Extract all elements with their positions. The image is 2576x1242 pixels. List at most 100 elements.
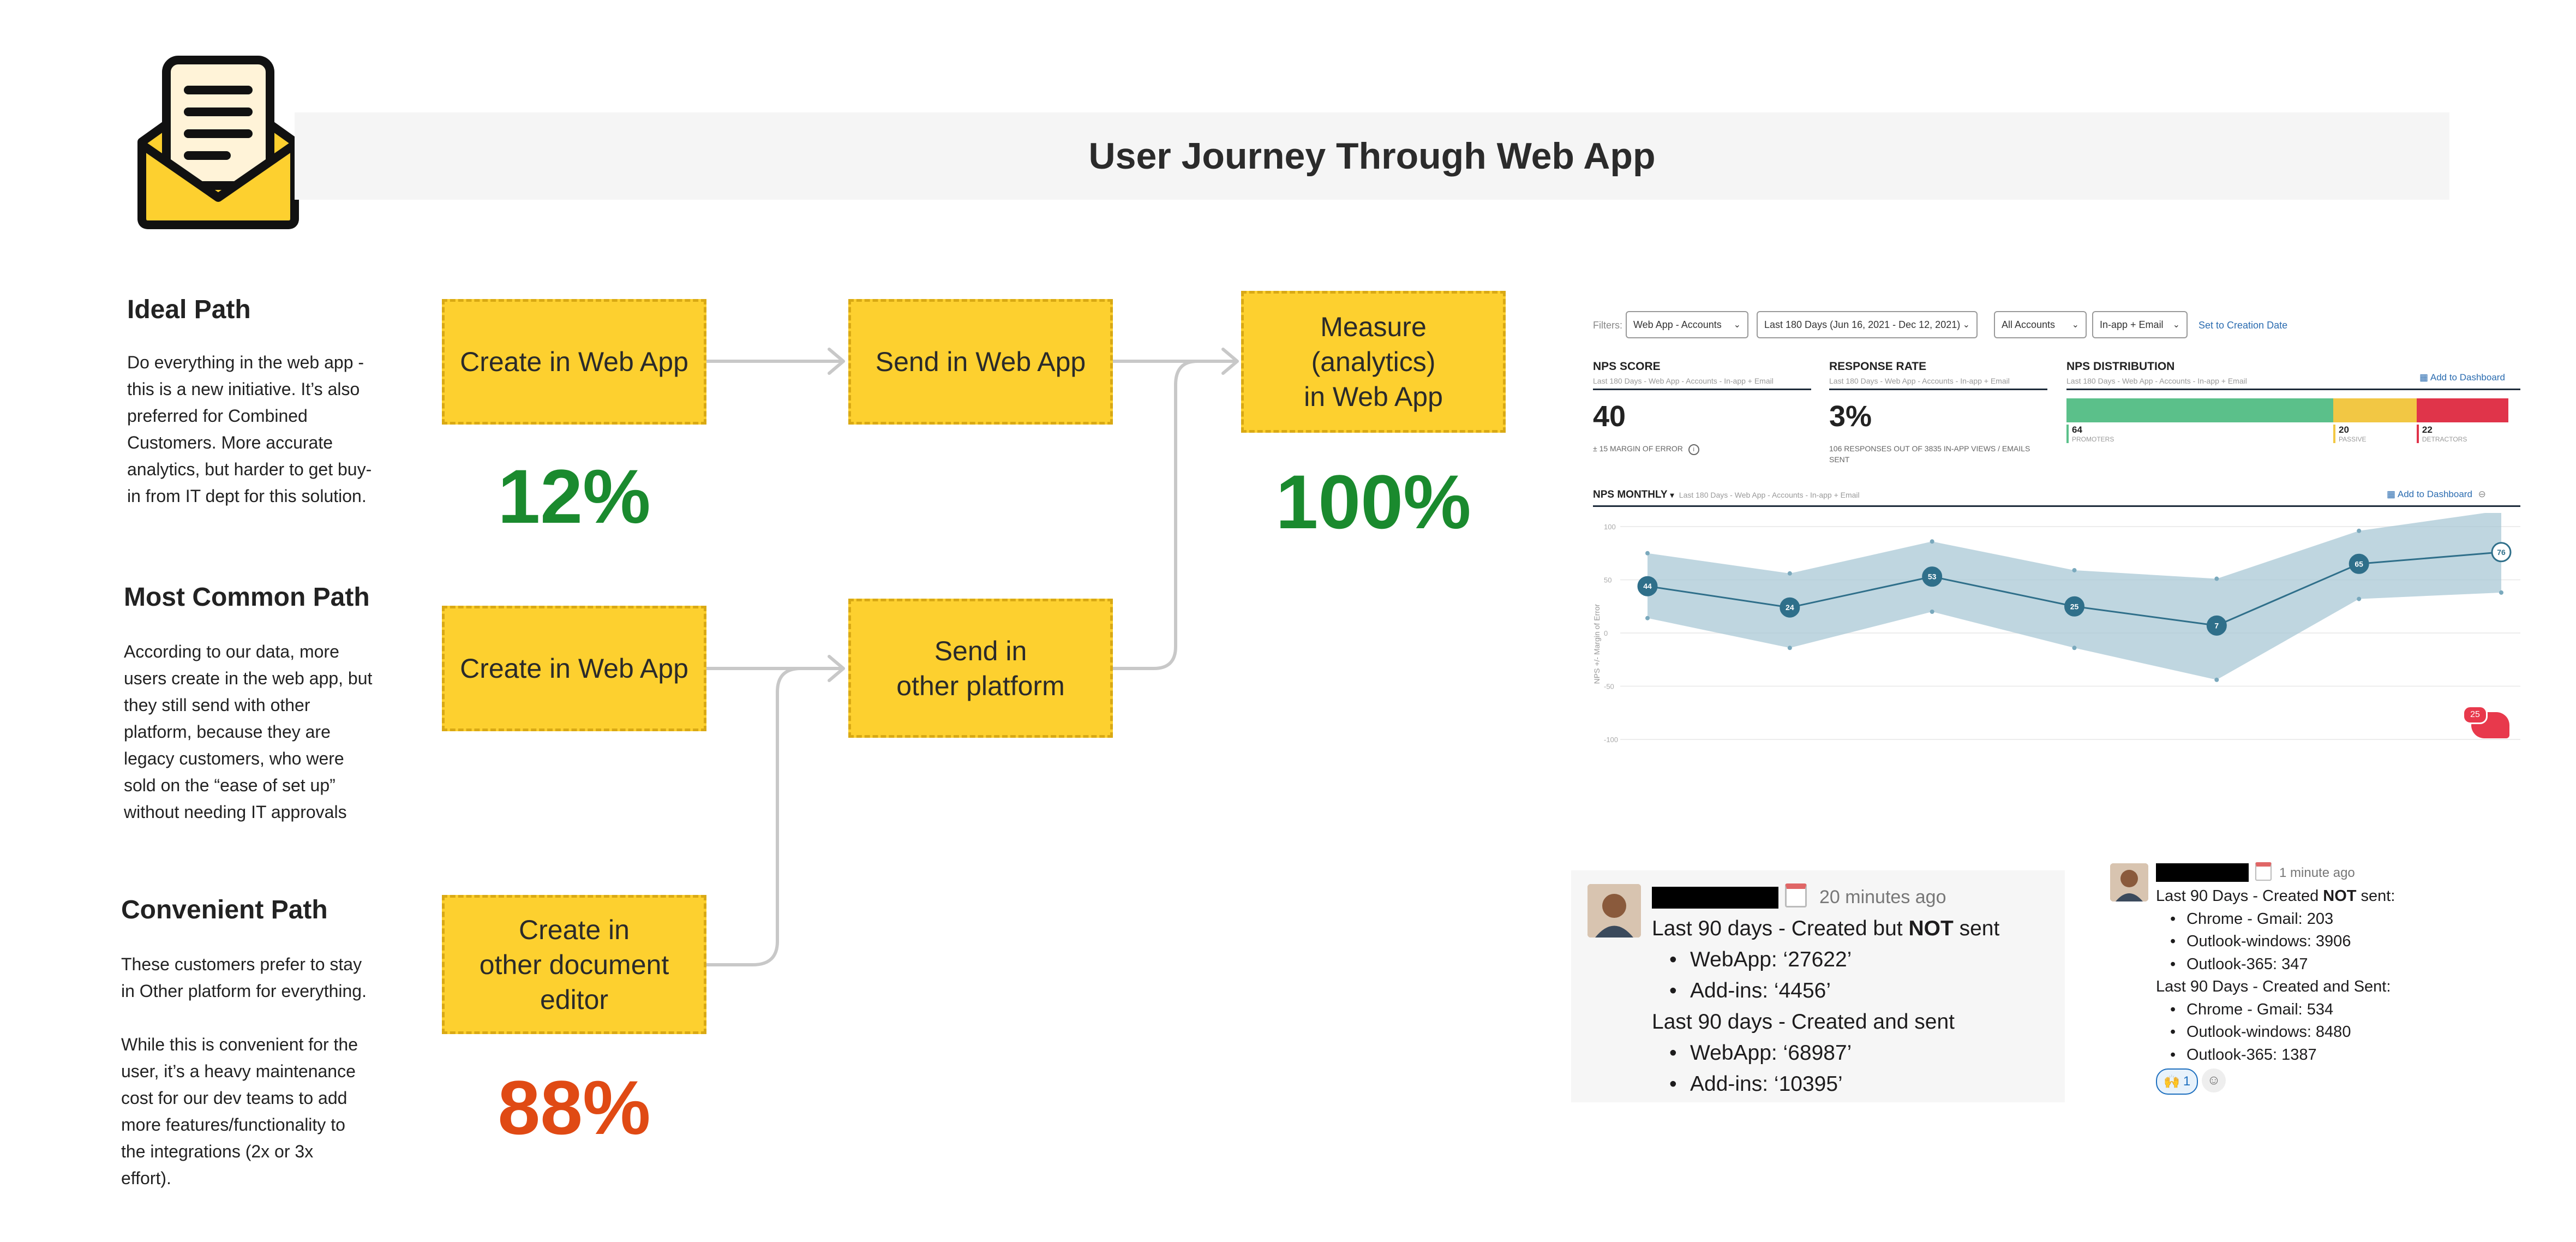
add-monthly-to-dashboard-link[interactable]: ▦ Add to Dashboard ⊖ (2387, 489, 2486, 499)
y-tick-label: 50 (1604, 576, 1612, 584)
flow-connectors (705, 348, 1239, 966)
convenient-path-heading: Convenient Path (121, 895, 328, 924)
lower-bound-point (2499, 590, 2503, 595)
nps-monthly-title[interactable]: NPS MONTHLY ▾ Last 180 Days - Web App - … (1593, 489, 1860, 500)
chevron-down-icon: ⌄ (2172, 320, 2180, 330)
set-creation-date-link[interactable]: Set to Creation Date (2198, 320, 2288, 331)
add-reaction-icon[interactable]: ☺ (2202, 1068, 2226, 1092)
nps-monthly-rule (1593, 505, 2520, 507)
grid-icon: ▦ (2419, 372, 2430, 383)
nps-distribution-rule (2066, 389, 2520, 390)
redacted-username (1652, 887, 1778, 909)
nps-data-label: 7 (2214, 621, 2219, 630)
nps-data-label: 65 (2355, 559, 2363, 568)
upper-bound-point (1787, 571, 1792, 576)
nps-data-point (1780, 597, 1800, 618)
nps-data-point (2349, 553, 2369, 574)
nps-data-point (2064, 596, 2084, 617)
distribution-segment-passive (2333, 398, 2417, 422)
redacted-username (2156, 863, 2249, 882)
distribution-segment-promoters (2066, 398, 2334, 422)
upper-bound-point (2072, 568, 2077, 572)
list-item: •Outlook-365: 1387 (2170, 1046, 2317, 1064)
filters-label: Filters: (1593, 320, 1622, 331)
lower-bound-point (1930, 610, 1934, 614)
nps-score-title: NPS SCORE (1593, 360, 1661, 373)
list-item: •Outlook-365: 347 (2170, 955, 2308, 973)
more-icon: ⊖ (2478, 489, 2486, 499)
response-rate-note: 106 RESPONSES OUT OF 3835 IN-APP VIEWS /… (1829, 444, 2030, 464)
avatar (1587, 884, 1641, 938)
list-item: •Add-ins: ‘10395’ (1669, 1072, 1843, 1096)
send-other-platform-box: Send in other platform (848, 599, 1113, 738)
title-bar (295, 112, 2449, 200)
ideal-path-text: Do everything in the web app - this is a… (127, 353, 372, 506)
nps-distribution-bar (2066, 398, 2508, 422)
lower-bound-point (2072, 646, 2077, 650)
lower-bound-point (1787, 646, 1792, 650)
y-axis-label: NPS +/- Margin of Error (1592, 604, 1601, 684)
calendar-icon (1785, 883, 1807, 907)
nps-data-point (1637, 576, 1658, 596)
list-item: •Add-ins: ‘4456’ (1669, 979, 1831, 1002)
nps-score-note: ± 15 MARGIN OF ERROR i (1593, 443, 1699, 455)
list-item: •Outlook-windows: 8480 (2170, 1023, 2351, 1041)
nps-data-label: 53 (1928, 572, 1937, 581)
filter-date-dropdown[interactable]: Last 180 Days (Jun 16, 2021 - Dec 12, 20… (1757, 311, 1978, 338)
response-rate-subtitle: Last 180 Days - Web App - Accounts - In-… (1829, 377, 2010, 385)
y-tick-label: -100 (1604, 736, 1618, 744)
list-item: •Chrome - Gmail: 534 (2170, 1000, 2334, 1018)
upper-bound-point (1930, 539, 1934, 544)
filter-channel-dropdown[interactable]: In-app + Email⌄ (2092, 311, 2188, 338)
distribution-segment-detractors (2416, 398, 2508, 422)
filter-accounts-dropdown[interactable]: All Accounts⌄ (1994, 311, 2087, 338)
nps-data-point (2206, 615, 2227, 636)
ideal-path-heading: Ideal Path (127, 295, 251, 324)
chevron-down-icon: ⌄ (1733, 320, 1741, 330)
filter-source-dropdown[interactable]: Web App - Accounts⌄ (1626, 311, 1748, 338)
y-tick-label: 0 (1604, 629, 1608, 637)
message-body: Last 90 days - Created but NOT sent •Web… (1652, 913, 2056, 1100)
list-item: •Chrome - Gmail: 203 (2170, 910, 2334, 928)
notification-badge[interactable]: 25 (2463, 706, 2509, 738)
response-rate-title: RESPONSE RATE (1829, 360, 1927, 373)
measure-percentage: 100% (1275, 459, 1471, 545)
message-body: Last 90 Days - Created NOT sent: •Chrome… (2156, 885, 2538, 1066)
chat-message-2: 1 minute ago Last 90 Days - Created NOT … (2106, 857, 2553, 1113)
nps-score-subtitle: Last 180 Days - Web App - Accounts - In-… (1593, 377, 1774, 385)
lower-bound-point (2357, 596, 2362, 601)
list-item: •WebApp: ‘27622’ (1669, 948, 1852, 971)
response-rate-rule (1829, 389, 2047, 390)
create-web-app-box-ideal: Create in Web App (442, 299, 706, 425)
create-web-app-box-common: Create in Web App (442, 606, 706, 731)
nps-data-point (1922, 566, 1943, 587)
reaction-pill[interactable]: 🙌 1 (2156, 1068, 2198, 1095)
nps-distribution-title: NPS DISTRIBUTION (2066, 360, 2175, 373)
calendar-icon (2255, 862, 2272, 881)
avatar (2110, 863, 2148, 901)
info-icon[interactable]: i (1688, 444, 1699, 455)
upper-bound-point (2357, 528, 2362, 533)
common-path-text: According to our data, more users create… (124, 642, 373, 822)
nps-score-rule (1593, 389, 1811, 390)
envelope-icon (136, 55, 300, 229)
nps-data-point (2491, 542, 2512, 563)
add-to-dashboard-link[interactable]: ▦ Add to Dashboard (2419, 372, 2505, 383)
send-web-app-box: Send in Web App (848, 299, 1113, 425)
nps-data-label: 25 (2070, 602, 2079, 611)
grid-icon: ▦ (2387, 489, 2398, 499)
convenient-percentage: 88% (498, 1065, 651, 1150)
nps-data-label: 44 (1643, 582, 1652, 590)
chevron-down-icon: ⌄ (1962, 320, 1970, 330)
ideal-percentage: 12% (498, 453, 651, 539)
create-other-editor-box: Create in other document editor (442, 895, 706, 1034)
common-path-heading: Most Common Path (124, 583, 370, 612)
page-title: User Journey Through Web App (1088, 135, 1656, 177)
chat-message-1: 20 minutes ago Last 90 days - Created bu… (1571, 870, 2065, 1102)
nps-data-label: 24 (1786, 603, 1794, 612)
caret-down-icon: ▾ (1670, 491, 1674, 499)
list-item: •WebApp: ‘68987’ (1669, 1041, 1852, 1065)
